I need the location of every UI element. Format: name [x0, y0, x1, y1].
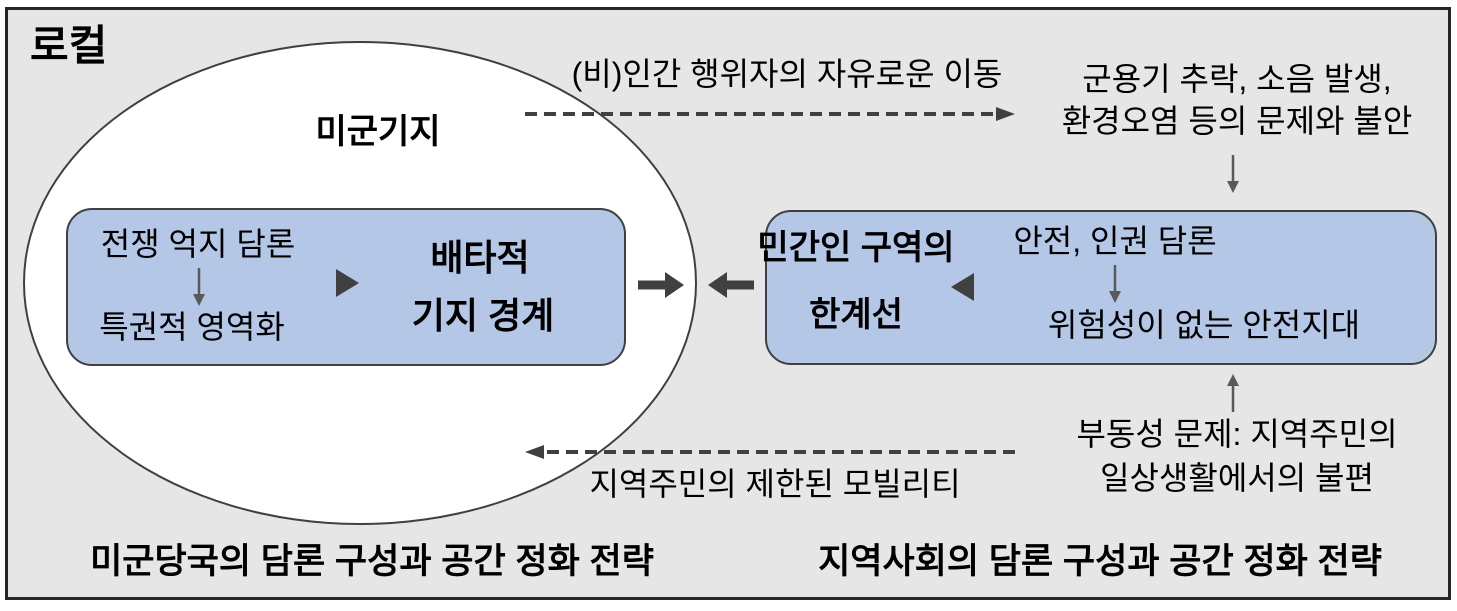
civilian-zone-title-line2: 한계선 — [809, 296, 903, 334]
immobility-problem-line1: 부동성 문제: 지역주민의 — [1076, 416, 1398, 452]
us-base-title: 미군기지 — [315, 113, 441, 151]
aircraft-problem-line1: 군용기 추락, 소음 발생, — [1082, 61, 1392, 97]
aircraft-problem-line2: 환경오염 등의 문제와 불안 — [1061, 103, 1413, 139]
thick-arrow-right-icon — [638, 272, 684, 298]
down-arrow-icon — [191, 268, 207, 306]
up-arrow-icon — [1225, 374, 1241, 412]
dashed-arrow-right-icon — [525, 106, 1015, 122]
local-frame: 로컬 미군기지 전쟁 억지 담론 특권적 영역화 배타적 기지 경계 — [5, 7, 1451, 600]
exclusive-boundary-line1: 배타적 — [430, 237, 530, 278]
triangle-left-icon — [951, 273, 974, 301]
triangle-right-icon — [336, 269, 359, 297]
civilian-zone-title-line1: 민간인 구역의 — [757, 229, 955, 267]
top-dashed-arrow-label: (비)인간 행위자의 자유로운 이동 — [571, 56, 1003, 92]
caption-us-military-strategy: 미군당국의 담론 구성과 공간 정화 전략 — [90, 542, 654, 581]
immobility-problem-line2: 일상생활에서의 불편 — [1100, 460, 1374, 496]
dashed-arrow-left-icon — [523, 444, 1015, 460]
safe-zone-text: 위험성이 없는 안전지대 — [1047, 307, 1361, 343]
down-arrow-icon — [1225, 155, 1241, 193]
local-label: 로컬 — [30, 22, 108, 69]
bottom-dashed-arrow-label: 지역주민의 제한된 모빌리티 — [589, 466, 961, 502]
thick-arrow-left-icon — [708, 272, 754, 298]
exclusive-boundary-line2: 기지 경계 — [411, 295, 555, 336]
down-arrow-icon — [1107, 265, 1123, 303]
privileged-territorialization: 특권적 영역화 — [99, 309, 285, 345]
civilian-zone-box — [765, 210, 1437, 365]
safety-rights-discourse: 안전, 인권 담론 — [1013, 223, 1217, 259]
caption-local-community-strategy: 지역사회의 담론 구성과 공간 정화 전략 — [818, 542, 1382, 581]
war-deterrence-discourse: 전쟁 억지 담론 — [100, 226, 296, 262]
